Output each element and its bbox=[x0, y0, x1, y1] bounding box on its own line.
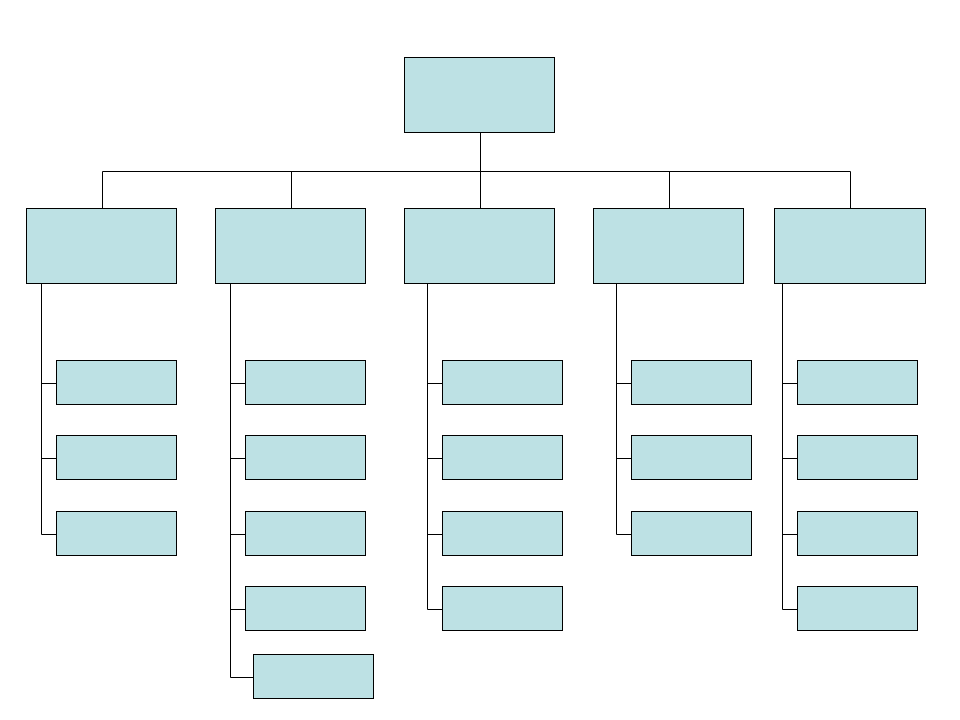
child-node bbox=[797, 511, 918, 556]
child-node bbox=[797, 360, 918, 405]
child-node bbox=[442, 511, 563, 556]
department-head-node bbox=[215, 208, 366, 284]
department-head-node bbox=[774, 208, 926, 284]
child-node bbox=[797, 586, 918, 631]
department-head-node bbox=[404, 208, 555, 284]
child-node bbox=[631, 435, 752, 480]
child-node bbox=[253, 654, 374, 699]
child-node bbox=[245, 360, 366, 405]
child-node bbox=[56, 511, 177, 556]
child-node bbox=[245, 435, 366, 480]
child-node bbox=[245, 511, 366, 556]
child-node bbox=[442, 360, 563, 405]
child-node bbox=[56, 435, 177, 480]
child-node bbox=[245, 586, 366, 631]
child-node bbox=[631, 360, 752, 405]
department-head-node bbox=[593, 208, 744, 284]
child-node bbox=[442, 435, 563, 480]
root-node bbox=[404, 57, 555, 133]
child-node bbox=[442, 586, 563, 631]
department-head-node bbox=[26, 208, 177, 284]
child-node bbox=[56, 360, 177, 405]
child-node bbox=[631, 511, 752, 556]
child-node bbox=[797, 435, 918, 480]
